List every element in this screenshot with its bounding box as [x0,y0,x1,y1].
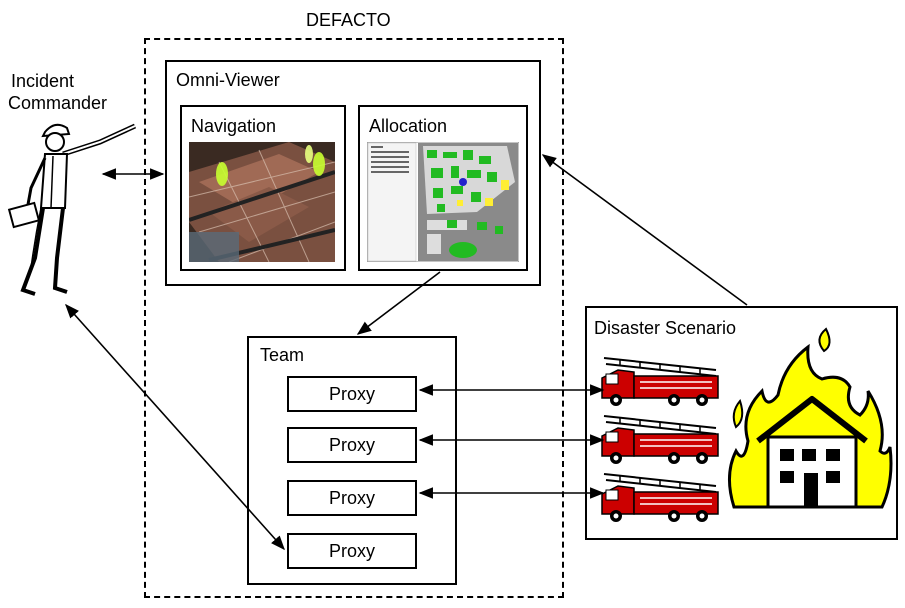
burning-house-icon [728,327,893,509]
arrow-allocation-team [356,271,441,335]
commander-label-line2: Commander [8,93,108,113]
navigation-label: Navigation [191,116,277,136]
incident-commander-figure [7,123,137,296]
allocation-label: Allocation [369,116,448,136]
arrow-commander-proxy4 [65,303,285,551]
defacto-label: DEFACTO [306,10,391,30]
allocation-map-view [367,142,519,262]
fire-truck-icon [601,415,719,464]
commander-label: Incident Commander [8,70,107,114]
omni-viewer-label: Omni-Viewer [176,70,280,90]
commander-label-line1: Incident [11,71,75,91]
proxy-box-2: Proxy [287,427,417,463]
fire-truck-icon [601,357,719,406]
disaster-scenario-label: Disaster Scenario [594,318,737,338]
navigation-3d-city-view [189,142,335,262]
fire-truck-icon [601,473,719,522]
proxy-box-3: Proxy [287,480,417,516]
arrow-scenario-allocation [541,154,748,306]
proxy-box-1: Proxy [287,376,417,412]
proxy-box-4: Proxy [287,533,417,569]
